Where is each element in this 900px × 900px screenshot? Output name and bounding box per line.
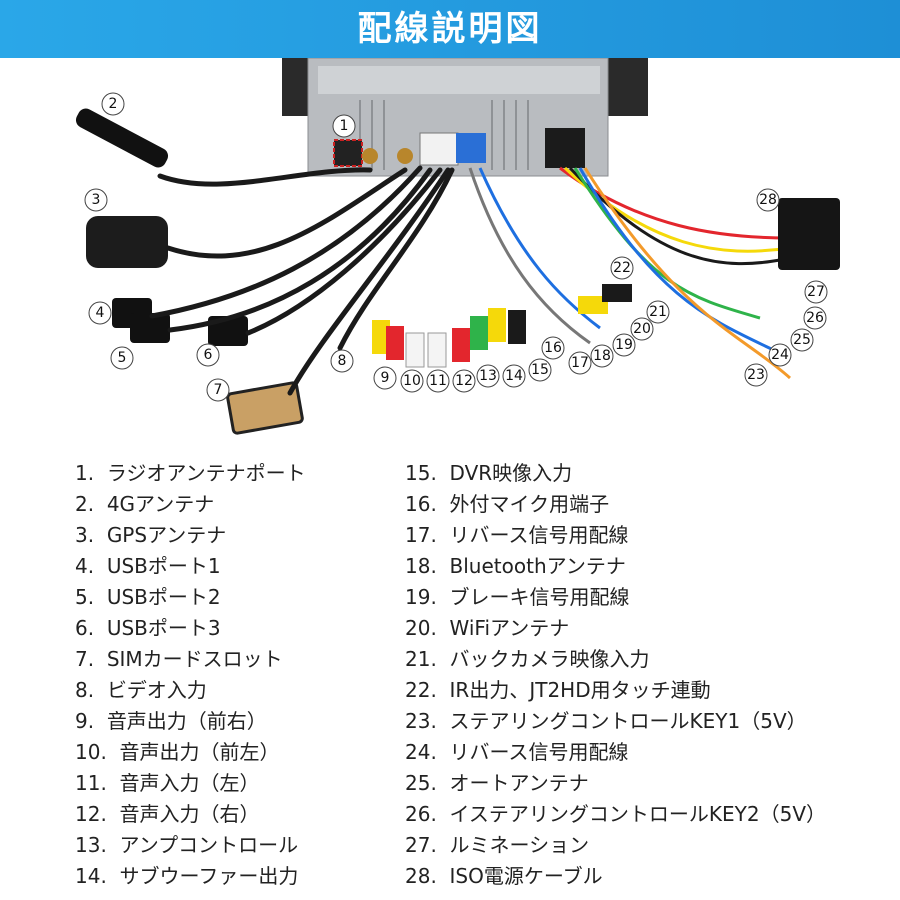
legend-item: 10. 音声出力（前左）	[75, 740, 280, 764]
callout-12: 12	[452, 369, 476, 393]
callout-8: 8	[330, 349, 354, 373]
svg-text:3: 3	[92, 192, 101, 208]
svg-text:23: 23	[747, 367, 765, 383]
wiring-diagram: 1 2 3 4 5 6 7 8 9 10 11 12 13 14 15 16 1…	[75, 58, 840, 435]
rca-plugs	[372, 284, 632, 368]
callout-13: 13	[476, 364, 500, 388]
legend-item: 1. ラジオアンテナポート	[75, 461, 306, 485]
svg-text:7: 7	[214, 382, 223, 398]
svg-text:19: 19	[615, 337, 633, 353]
legend-item: 25. オートアンテナ	[405, 771, 589, 795]
legend-right: 15. DVR映像入力 16. 外付マイク用端子 17. リバース信号用配線 1…	[405, 458, 826, 892]
legend-item: 11. 音声入力（左）	[75, 771, 260, 795]
svg-text:11: 11	[429, 373, 447, 389]
callouts: 1 2 3 4 5 6 7 8 9 10 11 12 13 14 15 16 1…	[84, 92, 828, 402]
svg-text:9: 9	[381, 370, 390, 386]
legend-item: 15. DVR映像入力	[405, 461, 573, 485]
svg-text:22: 22	[613, 260, 631, 276]
callout-20: 20	[630, 317, 654, 341]
callout-24: 24	[768, 343, 792, 367]
svg-text:10: 10	[403, 373, 421, 389]
legend-item: 14. サブウーファー出力	[75, 864, 299, 888]
callout-17: 17	[568, 351, 592, 375]
callout-21: 21	[646, 300, 670, 324]
legend-item: 9. 音声出力（前右）	[75, 709, 267, 733]
iso-connector	[778, 198, 840, 270]
cables	[149, 165, 455, 396]
callout-10: 10	[400, 369, 424, 393]
callout-19: 19	[612, 333, 636, 357]
callout-22: 22	[610, 256, 634, 280]
svg-text:6: 6	[204, 347, 213, 363]
callout-23: 23	[744, 363, 768, 387]
legend-item: 17. リバース信号用配線	[405, 523, 629, 547]
callout-7: 7	[206, 378, 230, 402]
color-wires	[468, 166, 792, 380]
svg-text:17: 17	[571, 355, 589, 371]
callout-1: 1	[332, 114, 356, 138]
legend-item: 22. IR出力、JT2HD用タッチ連動	[405, 678, 711, 702]
sim-card-slot	[226, 381, 304, 435]
callout-5: 5	[110, 346, 134, 370]
svg-text:5: 5	[118, 350, 127, 366]
callout-15: 15	[528, 358, 552, 382]
svg-text:16: 16	[544, 340, 562, 356]
legend-item: 6. USBポート3	[75, 616, 221, 640]
callout-6: 6	[196, 343, 220, 367]
svg-text:4: 4	[96, 305, 105, 321]
svg-text:1: 1	[340, 118, 349, 134]
legend-item: 23. ステアリングコントロールKEY1（5V）	[405, 709, 807, 733]
svg-text:2: 2	[109, 96, 118, 112]
callout-25: 25	[790, 328, 814, 352]
svg-text:25: 25	[793, 332, 811, 348]
legend-item: 28. ISO電源ケーブル	[405, 864, 603, 888]
svg-text:21: 21	[649, 304, 667, 320]
usb-ports	[112, 298, 248, 346]
legend-item: 20. WiFiアンテナ	[405, 616, 570, 640]
svg-text:24: 24	[771, 347, 789, 363]
callout-2: 2	[101, 92, 125, 116]
callout-28: 28	[756, 188, 780, 212]
legend-item: 4. USBポート1	[75, 554, 221, 578]
svg-text:8: 8	[338, 353, 347, 369]
callout-9: 9	[373, 366, 397, 390]
legend-item: 21. バックカメラ映像入力	[405, 647, 650, 671]
page-title: 配線説明図	[357, 9, 543, 49]
callout-18: 18	[590, 344, 614, 368]
legend-item: 26. イステアリングコントロールKEY2（5V）	[405, 802, 827, 826]
antenna-gps	[86, 216, 168, 268]
legend-item: 24. リバース信号用配線	[405, 740, 629, 764]
callout-14: 14	[502, 364, 526, 388]
legend-item: 13. アンプコントロール	[75, 833, 299, 857]
svg-text:18: 18	[593, 348, 611, 364]
svg-text:13: 13	[479, 368, 497, 384]
legend-item: 8. ビデオ入力	[75, 678, 207, 702]
svg-text:20: 20	[633, 321, 651, 337]
legend-item: 3. GPSアンテナ	[75, 523, 227, 547]
svg-text:14: 14	[505, 368, 523, 384]
legend-item: 12. 音声入力（右）	[75, 802, 260, 826]
svg-text:28: 28	[759, 192, 777, 208]
legend-item: 16. 外付マイク用端子	[405, 492, 610, 516]
legend-item: 2. 4Gアンテナ	[75, 492, 215, 516]
header-banner: 配線説明図	[0, 0, 900, 58]
head-unit	[282, 58, 648, 177]
legend-item: 27. ルミネーション	[405, 833, 590, 857]
svg-text:27: 27	[807, 284, 825, 300]
svg-text:15: 15	[531, 362, 549, 378]
legend-item: 19. ブレーキ信号用配線	[405, 585, 630, 609]
antenna-4g	[75, 108, 169, 168]
legend-item: 7. SIMカードスロット	[75, 647, 283, 671]
callout-3: 3	[84, 188, 108, 212]
svg-text:12: 12	[455, 373, 473, 389]
callout-26: 26	[803, 306, 827, 330]
callout-27: 27	[804, 280, 828, 304]
legend-item: 18. Bluetoothアンテナ	[405, 554, 626, 578]
svg-text:26: 26	[806, 310, 824, 326]
legend-item: 5. USBポート2	[75, 585, 221, 609]
callout-4: 4	[88, 301, 112, 325]
legend-left: 1. ラジオアンテナポート 2. 4Gアンテナ 3. GPSアンテナ 4. US…	[75, 458, 306, 892]
callout-11: 11	[426, 369, 450, 393]
callout-16: 16	[541, 336, 565, 360]
